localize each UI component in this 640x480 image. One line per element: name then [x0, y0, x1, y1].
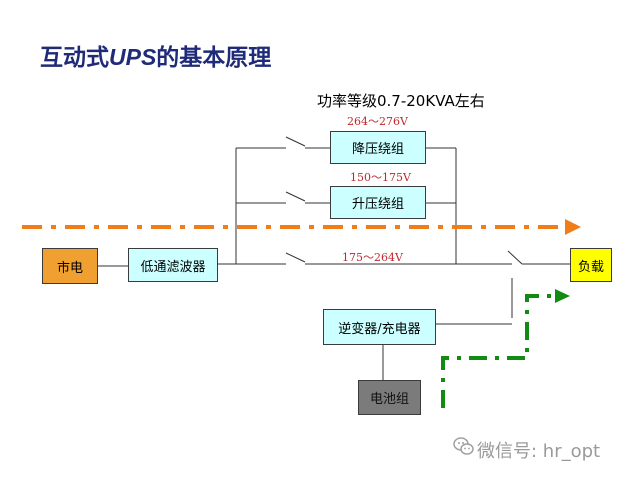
- battery-box: 电池组: [358, 380, 421, 415]
- boost-winding-box: 升压绕组: [330, 186, 426, 219]
- wechat-icon: [453, 437, 474, 455]
- inverter-charger-box: 逆变器/充电器: [323, 309, 436, 345]
- battery-flow-arrowhead: [555, 289, 570, 303]
- switch-buck: [285, 136, 306, 147]
- boost-voltage-label: 150～175V: [350, 171, 411, 184]
- battery-flow-arrow: [441, 294, 557, 408]
- buck-voltage-label: 264～276V: [347, 115, 408, 128]
- mains-flow-arrowhead: [565, 219, 581, 235]
- direct-voltage-label: 175～264V: [342, 251, 403, 264]
- mains-flow-arrow: [22, 219, 581, 235]
- title-suffix: 的基本原理: [156, 45, 272, 71]
- battery-flow-line: [441, 294, 557, 408]
- title-prefix: 互动式: [40, 45, 109, 71]
- power-rating-label: 功率等级0.7-20KVA左右: [317, 92, 485, 110]
- switch-boost: [285, 191, 306, 202]
- watermark-text: 微信号: hr_opt: [477, 441, 601, 462]
- title-ups: UPS: [109, 44, 157, 70]
- load-box: 负载: [570, 248, 612, 282]
- buck-winding-box: 降压绕组: [330, 131, 426, 164]
- low-pass-filter-box: 低通滤波器: [128, 248, 218, 282]
- switch-output: [507, 250, 523, 265]
- switch-direct: [285, 252, 306, 263]
- wiring: [98, 136, 570, 380]
- page-title: 互动式UPS的基本原理: [40, 38, 271, 72]
- mains-box: 市电: [42, 248, 98, 284]
